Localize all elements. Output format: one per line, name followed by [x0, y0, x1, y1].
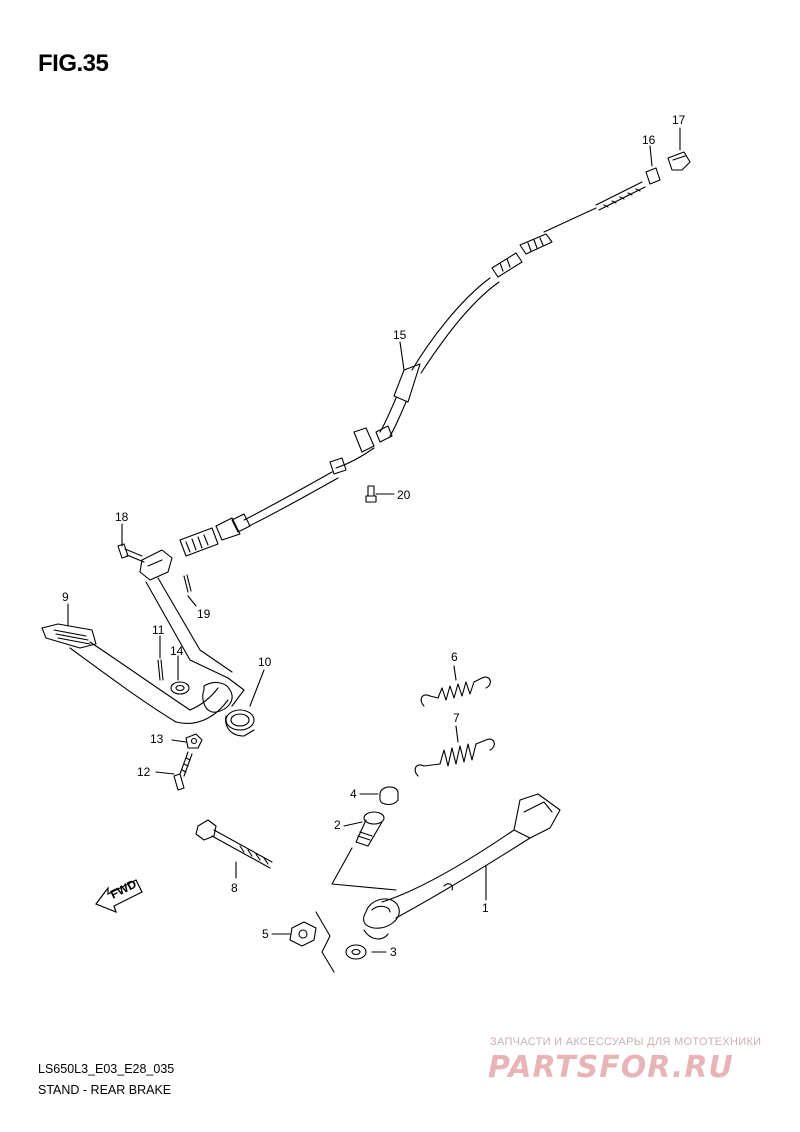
- stand-nut: [289, 921, 317, 947]
- brake-cable: [179, 233, 553, 557]
- brake-pedal: [41, 577, 245, 724]
- callout-19: 19: [197, 607, 211, 621]
- stand-spring-large: [414, 738, 495, 777]
- watermark-tagline: ЗАПЧАСТИ И АКСЕССУАРЫ ДЛЯ МОТОТЕХНИКИ: [490, 1036, 762, 1048]
- pedal-bushing: [225, 709, 255, 737]
- callout-11: 11: [152, 623, 165, 637]
- clevis-pin: [117, 543, 145, 563]
- forward-direction-arrow: FWD: [95, 877, 143, 914]
- stand-pivot-bolt: [355, 811, 385, 847]
- callout-12: 12: [137, 765, 151, 779]
- stand-spring-small: [420, 676, 491, 707]
- callout-4: 4: [350, 787, 357, 801]
- assembly-guide-lines: [315, 847, 397, 973]
- pedal-bolt: [173, 751, 193, 791]
- callout-20: 20: [397, 488, 411, 502]
- callout-leaders: [67, 127, 681, 953]
- diagram-code: LS650L3_E03_E28_035: [38, 1062, 175, 1076]
- callout-2: 2: [334, 818, 341, 832]
- callout-5: 5: [262, 927, 269, 941]
- callout-18: 18: [115, 510, 129, 524]
- cable-clamp-bolt: [365, 485, 377, 503]
- side-stand: [363, 793, 561, 940]
- cable-end-fitting: [667, 151, 691, 171]
- callout-3: 3: [390, 945, 397, 959]
- callout-16: 16: [642, 133, 656, 147]
- part-callouts: 17 16 15 20 18 19 9 11 14 10 13 12 6 7 4…: [62, 113, 686, 959]
- cable-adjuster-nut: [645, 167, 661, 185]
- cable-threaded-rod: [595, 181, 646, 211]
- pedal-washer: [170, 681, 190, 695]
- callout-13: 13: [150, 732, 164, 746]
- callout-14: 14: [170, 644, 184, 658]
- stand-washer: [345, 944, 367, 960]
- callout-9: 9: [62, 590, 69, 604]
- callout-8: 8: [231, 881, 238, 895]
- callout-6: 6: [451, 650, 458, 664]
- pivot-cap: [379, 786, 399, 806]
- callout-7: 7: [453, 711, 460, 725]
- figure-title: FIG.35: [38, 50, 109, 77]
- diagram-caption: STAND - REAR BRAKE: [38, 1083, 172, 1097]
- callout-10: 10: [258, 655, 272, 669]
- cable-clevis: [139, 549, 173, 581]
- callout-17: 17: [672, 113, 686, 127]
- watermark-logo: PARTSFOR.RU: [488, 1050, 734, 1085]
- callout-1: 1: [482, 901, 489, 915]
- cotter-pin: [183, 574, 192, 593]
- stand-long-bolt: [195, 819, 273, 869]
- inner-cable-wire: [543, 207, 597, 233]
- callout-15: 15: [393, 328, 407, 342]
- pedal-pin: [157, 659, 164, 681]
- pedal-nut: [185, 733, 203, 749]
